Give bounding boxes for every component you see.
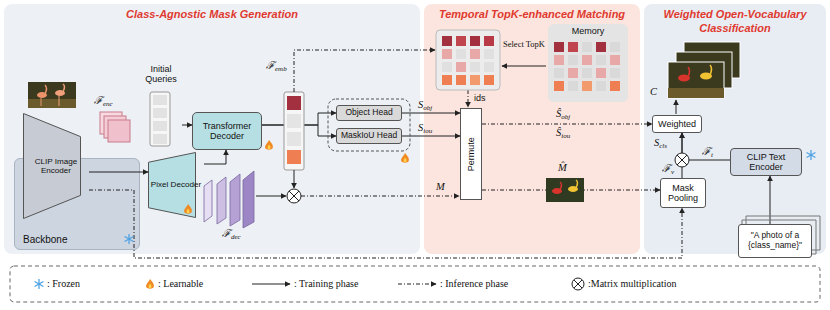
- encoder-box: CLIP Text Encoder: [730, 148, 802, 176]
- process-box: Transformer Decoder: [192, 112, 262, 150]
- label-anchor: C: [650, 86, 657, 99]
- legend-text: :Matrix multiplication: [588, 278, 677, 289]
- legend-text: : Frozen: [47, 278, 80, 289]
- subscript: obj: [561, 113, 570, 121]
- node-label: "A photo of a {class_name}": [739, 231, 811, 251]
- label-anchor: ids: [474, 93, 486, 104]
- label-anchor: Sobj: [418, 99, 432, 112]
- flow-arrow: [402, 113, 460, 114]
- math-label: Ŝiou: [556, 127, 570, 140]
- subscript: v: [671, 168, 674, 176]
- subscript: t: [711, 151, 713, 159]
- node-label: Object Head: [343, 108, 394, 118]
- node-label: MaskIoU Head: [339, 131, 399, 141]
- math-label: Siou: [418, 122, 432, 135]
- label-anchor: Scls: [654, 137, 667, 150]
- math-label: Select TopK: [503, 40, 545, 50]
- node-label: Memory: [548, 24, 628, 36]
- label-anchor: ℱenc: [94, 95, 113, 108]
- math-label: ℱt: [702, 146, 713, 159]
- decoder-trapezoid: Pixel Decoder: [148, 152, 204, 218]
- node-label: CLIP Text Encoder: [731, 152, 801, 173]
- subscript: emb: [275, 65, 287, 73]
- flow-arrow: [402, 136, 460, 137]
- label-anchor: ℱv: [662, 163, 674, 176]
- head-box: Object Head: [336, 105, 402, 121]
- legend-text: : Training phase: [294, 278, 358, 289]
- subscript: obj: [423, 104, 432, 112]
- legend-anchor: : Inference phase: [440, 278, 508, 289]
- math-label: ℱv: [662, 163, 674, 176]
- subscript: iou: [561, 132, 570, 140]
- math-label: C: [650, 86, 657, 99]
- node-label: Permute: [466, 137, 476, 171]
- flow-arrow: [89, 172, 148, 173]
- math-label: ℱenc: [94, 95, 113, 108]
- subscript: enc: [103, 100, 113, 108]
- math-label: ids: [474, 93, 486, 104]
- label-anchor: Ŝobj: [556, 108, 570, 121]
- legend-samples: [10, 266, 820, 302]
- node-label: Mask Pooling: [661, 183, 705, 204]
- query-column: [150, 92, 170, 146]
- output-query-column: [284, 92, 304, 170]
- panel-title: Weighted Open-Vocabulary Classification: [644, 4, 826, 36]
- label-anchor: M̂: [558, 162, 567, 175]
- label-anchor: ℱemb: [266, 60, 287, 73]
- legend-anchor: :Matrix multiplication: [588, 278, 677, 289]
- prompt-box: "A photo of a {class_name}": [738, 224, 812, 258]
- panel-title: Temporal TopK-enhanced Matching: [424, 4, 640, 22]
- label-anchor: M: [436, 181, 445, 194]
- label-anchor: Ŝiou: [556, 127, 570, 140]
- legend-anchor: : Frozen: [47, 278, 80, 289]
- node-label: Transformer Decoder: [193, 121, 261, 142]
- node-label: CLIP Image Encoder: [23, 157, 89, 176]
- subscript: dec: [231, 233, 241, 241]
- node-label: Weighted: [656, 119, 698, 129]
- flow-arrow: [770, 176, 771, 224]
- label-anchor: ℱdec: [222, 228, 241, 241]
- legend-text: : Inference phase: [440, 278, 508, 289]
- encoder-trapezoid: CLIP Image Encoder: [23, 113, 89, 219]
- label-anchor: Select TopK: [503, 40, 545, 50]
- process-box: Permute: [460, 108, 482, 200]
- math-label: ℱemb: [266, 60, 287, 73]
- math-label: Ŝobj: [556, 108, 570, 121]
- math-label: ℱdec: [222, 228, 241, 241]
- math-label: Sobj: [418, 99, 432, 112]
- process-box: Weighted: [652, 115, 702, 133]
- region-panel: Class-Agnostic Mask GenerationBackbone CL…: [4, 4, 420, 254]
- selected-topk-grid: [436, 30, 500, 90]
- legend-text: : Learnable: [158, 278, 203, 289]
- node-label: Pixel Decoder: [149, 180, 203, 189]
- subscript: iou: [423, 127, 432, 135]
- head-box: MaskIoU Head: [336, 128, 402, 144]
- legend-anchor: : Training phase: [294, 278, 358, 289]
- process-box: Mask Pooling: [660, 178, 706, 208]
- encoder-features: [100, 112, 130, 142]
- masked-image: [546, 178, 584, 202]
- flow-arrow: [182, 125, 192, 126]
- legend-anchor: : Learnable: [158, 278, 203, 289]
- math-label: M: [436, 181, 445, 194]
- label-anchor: ℱt: [702, 146, 713, 159]
- math-label: M̂: [558, 162, 567, 175]
- node-label: Initial Queries: [140, 62, 182, 85]
- label-anchor: Siou: [418, 122, 432, 135]
- input-image: [28, 82, 76, 108]
- subscript: cls: [659, 142, 667, 150]
- panel-title: Class-Agnostic Mask Generation: [4, 4, 420, 22]
- math-label: Scls: [654, 137, 667, 150]
- node-label: Backbone: [15, 234, 67, 250]
